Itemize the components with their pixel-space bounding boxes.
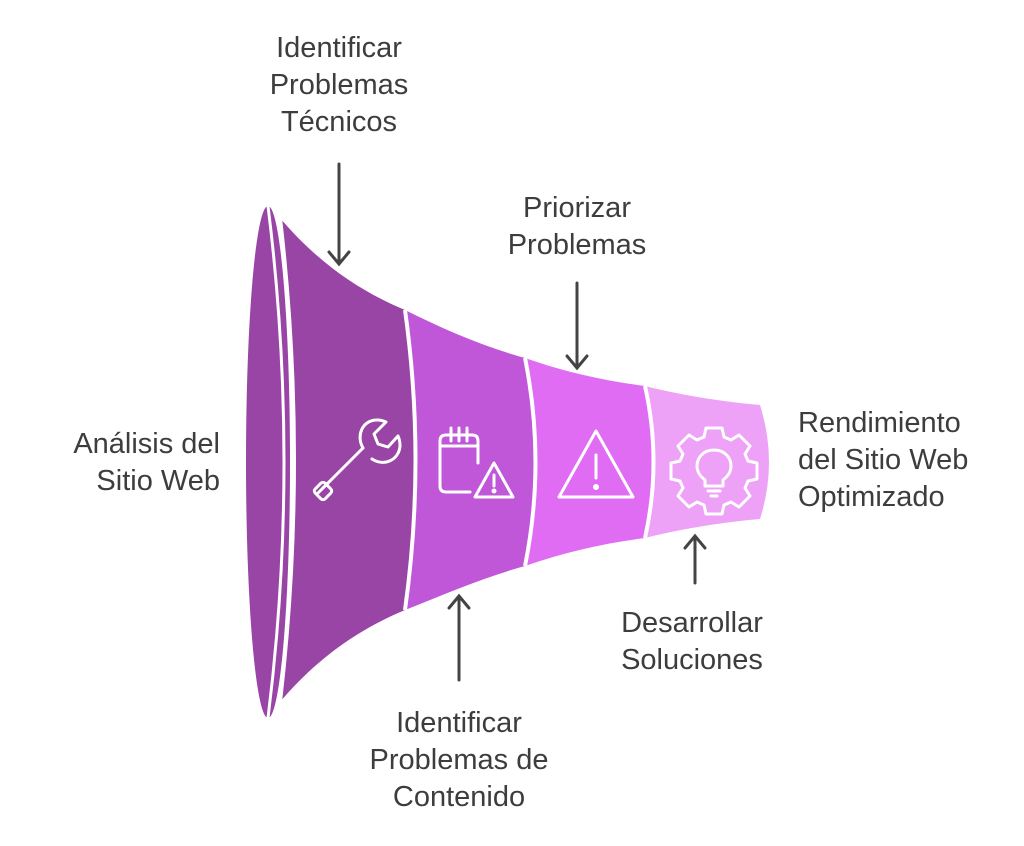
arrow-step-1	[327, 162, 351, 267]
label-line: Análisis del	[73, 428, 220, 460]
label-line: Problemas	[507, 229, 647, 261]
calendar-warning-icon	[438, 426, 515, 499]
funnel-divider-1	[278, 217, 296, 703]
wrench-icon	[312, 418, 402, 502]
label-line: Problemas	[269, 69, 409, 101]
funnel-divider-3	[523, 357, 538, 567]
label-line: Rendimiento	[798, 407, 961, 439]
label-line: Identificar	[396, 707, 522, 739]
funnel-segment-3	[525, 358, 654, 566]
funnel-segment-2	[405, 310, 536, 610]
funnel-divider-4	[643, 385, 656, 539]
label-rendimiento-optimizado: Rendimiento del Sitio Web Optimizado	[798, 405, 1008, 516]
arrow-step-4	[683, 533, 707, 585]
label-line: Soluciones	[621, 644, 763, 676]
gear-bulb-icon	[669, 426, 759, 516]
label-identificar-problemas-contenido: Identificar Problemas de Contenido	[344, 705, 574, 816]
arrow-step-3	[565, 281, 589, 371]
label-line: Sitio Web	[96, 465, 220, 497]
label-line: Contenido	[392, 781, 526, 813]
label-line: Priorizar	[523, 192, 631, 224]
label-line: Optimizado	[798, 481, 945, 513]
funnel-segment-4	[645, 386, 769, 538]
funnel-mouth-edge	[266, 205, 286, 719]
label-line: del Sitio Web	[798, 444, 969, 476]
funnel-segment-1	[280, 218, 416, 702]
warning-triangle-icon	[557, 429, 635, 499]
arrow-step-2	[447, 593, 471, 682]
funnel-divider-2	[403, 309, 418, 611]
label-line: Desarrollar	[621, 607, 763, 639]
label-identificar-problemas-tecnicos: Identificar Problemas Técnicos	[239, 30, 439, 141]
label-line: Problemas de	[369, 744, 549, 776]
label-line: Técnicos	[280, 106, 398, 138]
label-analisis-sitio-web: Análisis del Sitio Web	[20, 426, 220, 500]
label-priorizar-problemas: Priorizar Problemas	[477, 190, 677, 264]
label-line: Identificar	[276, 32, 402, 64]
label-desarrollar-soluciones: Desarrollar Soluciones	[592, 605, 792, 679]
